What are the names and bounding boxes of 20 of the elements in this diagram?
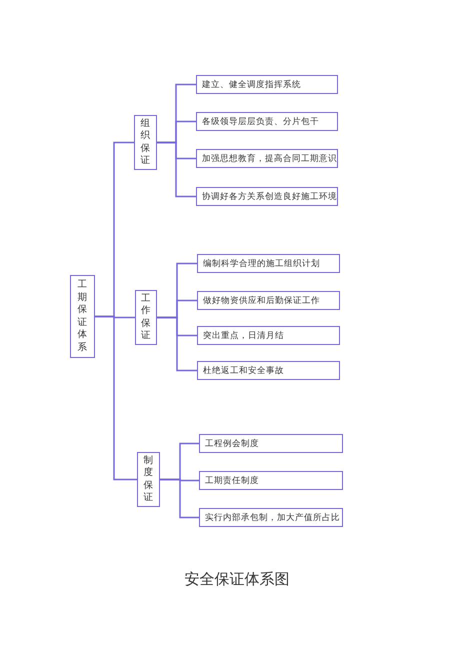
- connector-line: [157, 316, 197, 372]
- item-box: 工期责任制度: [199, 471, 343, 490]
- category-box: 制度保证: [137, 452, 160, 507]
- item-box: 加强思想教育，提高合同工期意识: [196, 149, 338, 168]
- item-box: 杜绝返工和安全事故: [197, 361, 340, 380]
- item-box: 建立、健全调度指挥系统: [196, 75, 338, 94]
- item-box: 编制科学合理的施工组织计划: [197, 254, 340, 273]
- item-box: 实行内部承包制，加大产值所占比: [199, 508, 343, 527]
- item-box: 各级领导层层负责、分片包干: [196, 112, 338, 131]
- caption: 安全保证体系图: [184, 570, 290, 589]
- item-box: 协调好各方关系创造良好施工环境: [196, 187, 338, 206]
- category-box: 工期保证体系: [70, 275, 95, 358]
- category-box: 工作保证: [135, 290, 157, 345]
- connector-line: [160, 478, 199, 518]
- item-box: 工程例会制度: [199, 434, 343, 453]
- connector-line: [95, 316, 137, 480]
- connector-line: [157, 142, 196, 198]
- item-box: 突出重点，日清月结: [197, 326, 340, 345]
- category-box: 组织保证: [134, 115, 157, 170]
- item-box: 做好物资供应和后勤保证工作: [197, 291, 340, 310]
